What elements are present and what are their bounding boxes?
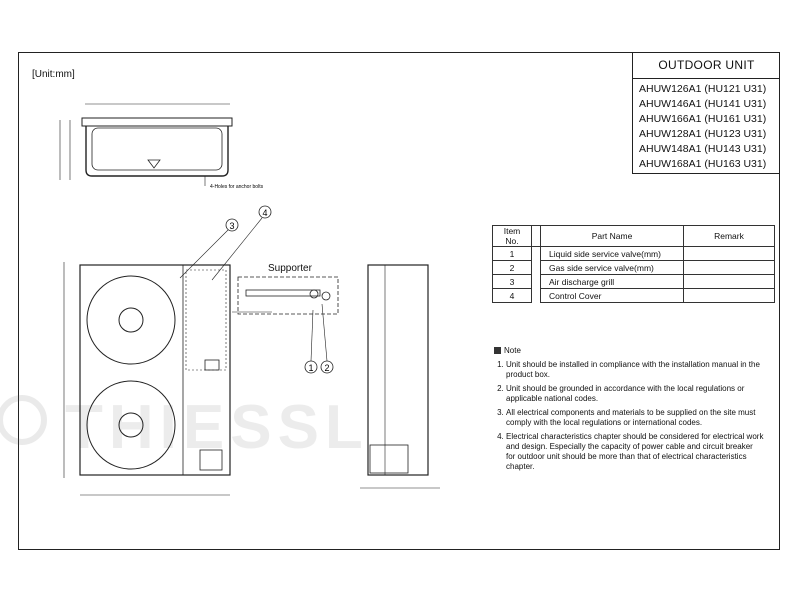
table-gap — [531, 225, 541, 247]
part-name: Liquid side service valve(mm) — [540, 246, 684, 261]
notes-title-text: Note — [504, 346, 521, 355]
part-name: Air discharge grill — [540, 274, 684, 289]
notes-section: Note Unit should be installed in complia… — [494, 346, 764, 476]
remark — [683, 274, 775, 289]
table-gap — [532, 247, 541, 261]
table-row: 3 Air discharge grill — [492, 274, 775, 289]
notes-list: Unit should be installed in compliance w… — [494, 360, 764, 472]
supporter-detail — [232, 276, 339, 315]
remark — [683, 246, 775, 261]
model-item: AHUW126A1 (HU121 U31) — [639, 83, 767, 95]
model-item: AHUW146A1 (HU141 U31) — [639, 98, 767, 110]
callouts: 3 4 1 2 — [179, 205, 334, 374]
note-item: Electrical characteristics chapter shoul… — [506, 432, 764, 472]
model-item: AHUW128A1 (HU123 U31) — [639, 128, 767, 140]
model-item: AHUW168A1 (HU163 U31) — [639, 158, 767, 170]
callout-circle — [258, 205, 272, 219]
item-no: 2 — [492, 260, 532, 275]
remark — [683, 288, 775, 303]
unit-label: [Unit:mm] — [32, 69, 75, 80]
callout-label: 2 — [324, 363, 329, 373]
watermark: THIESSL — [0, 393, 369, 462]
title-block: OUTDOOR UNIT AHUW126A1 (HU121 U31) AHUW1… — [632, 52, 780, 174]
note-item: Unit should be installed in compliance w… — [506, 360, 764, 380]
anchor-holes-label: 4-Holes for anchor bolts — [210, 184, 264, 190]
table-row: 4 Control Cover — [492, 288, 775, 303]
table-row: 2 Gas side service valve(mm) — [492, 260, 775, 275]
parts-table-header: Item No. Part Name Remark — [492, 225, 775, 247]
model-item: AHUW148A1 (HU143 U31) — [639, 143, 767, 155]
item-no: 3 — [492, 274, 532, 289]
header-remark: Remark — [683, 225, 775, 247]
model-item: AHUW166A1 (HU161 U31) — [639, 113, 767, 125]
item-no: 4 — [492, 288, 532, 303]
parts-table: Item No. Part Name Remark 1 Liquid side … — [492, 225, 775, 303]
table-row: 1 Liquid side service valve(mm) — [492, 246, 775, 261]
table-gap — [532, 275, 541, 289]
item-no: 1 — [492, 246, 532, 261]
header-part-name: Part Name — [540, 225, 684, 247]
model-list: AHUW126A1 (HU121 U31) AHUW146A1 (HU141 U… — [633, 79, 780, 172]
table-gap — [532, 289, 541, 303]
callout-label: 4 — [262, 208, 267, 218]
supporter-label: Supporter — [268, 263, 312, 274]
header-item-no: Item No. — [492, 225, 532, 247]
drawing-sheet — [18, 52, 780, 550]
front-view — [63, 262, 231, 496]
table-gap — [532, 261, 541, 275]
note-item: Unit should be grounded in accordance wi… — [506, 384, 764, 404]
title-block-header: OUTDOOR UNIT — [633, 52, 780, 79]
callout-label: 3 — [229, 221, 234, 231]
watermark-text: THIESSL — [65, 393, 369, 462]
side-view — [360, 264, 440, 489]
remark — [683, 260, 775, 275]
note-item: All electrical components and materials … — [506, 408, 764, 428]
note-icon — [494, 347, 501, 354]
top-view — [59, 103, 233, 186]
part-name: Gas side service valve(mm) — [540, 260, 684, 275]
part-name: Control Cover — [540, 288, 684, 303]
notes-title: Note — [494, 346, 764, 356]
watermark-logo-icon — [0, 395, 47, 445]
callout-label: 1 — [308, 363, 313, 373]
callout-circle — [225, 218, 239, 232]
